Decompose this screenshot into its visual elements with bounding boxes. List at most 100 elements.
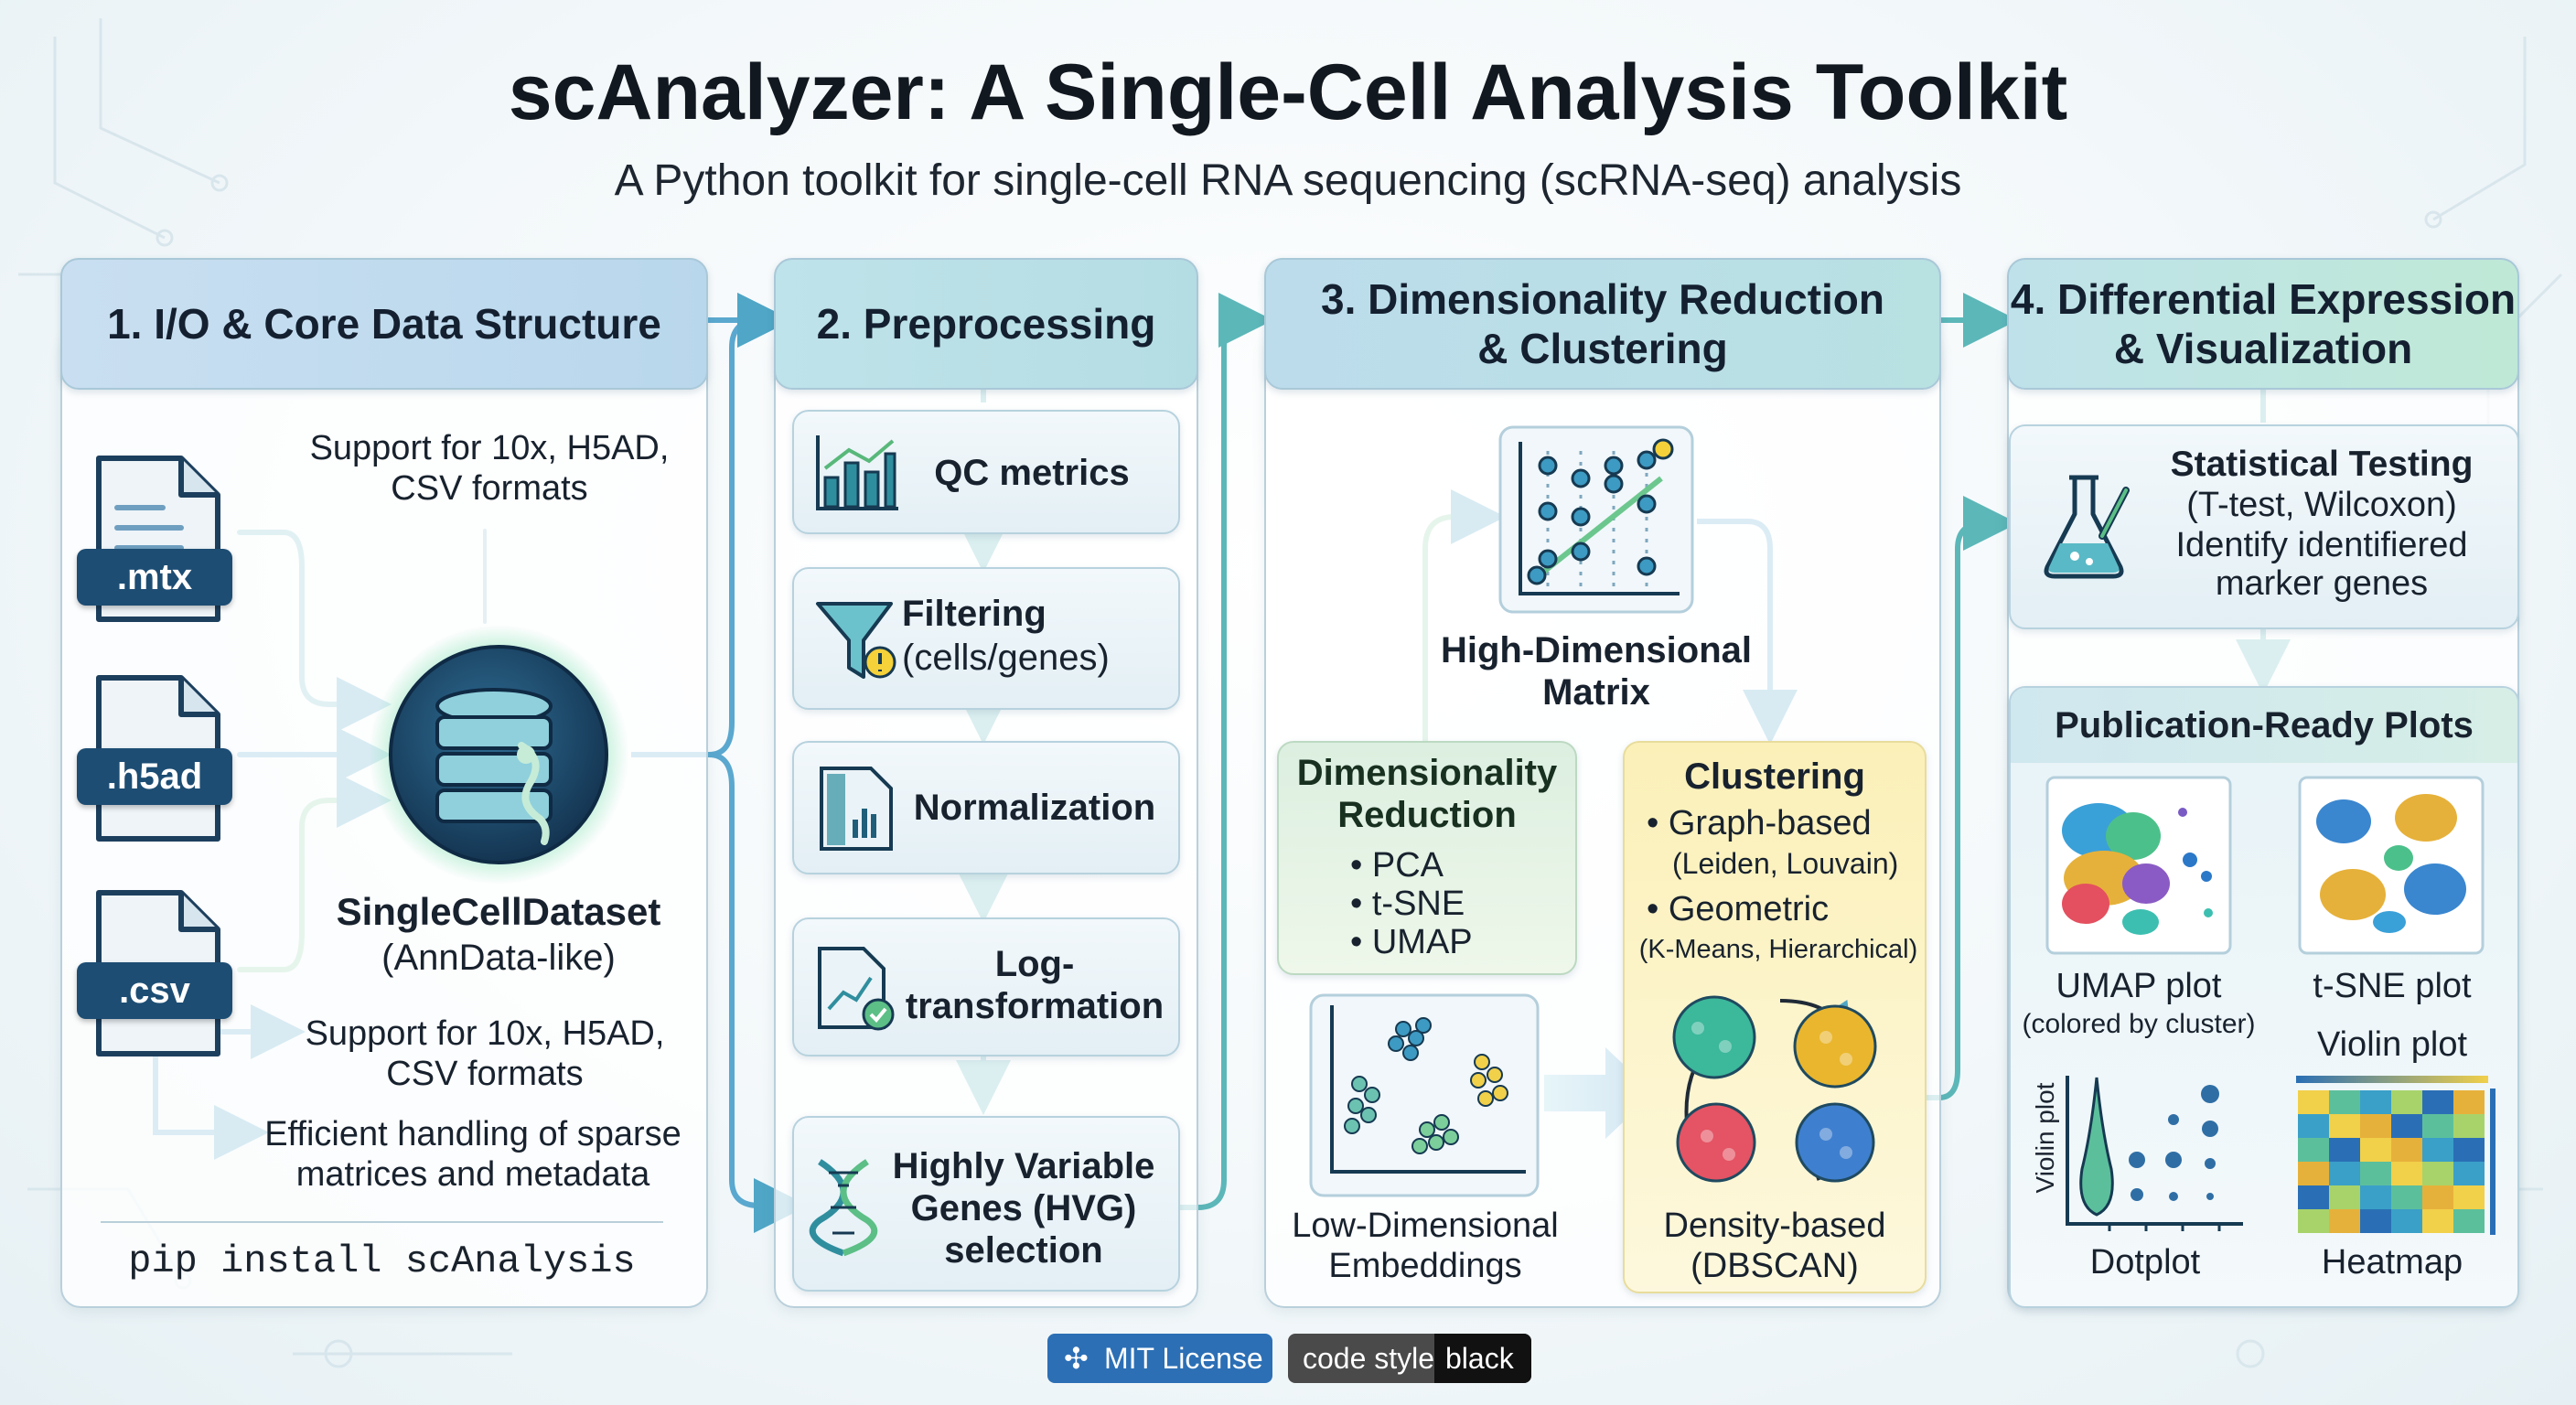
heatmap-cell [2391,1138,2422,1162]
code-style-badge[interactable]: code style: black [1288,1334,1531,1383]
heatmap-cell [2391,1090,2422,1114]
file-tag-mtx: .mtx [77,549,232,606]
heatmap-thumbnail [2296,1076,2496,1235]
clustering-card: Clustering • Graph-based (Leiden, Louvai… [1623,741,1927,1293]
heatmap-cell [2422,1138,2453,1162]
step-hvg-line1: Highly Variable [892,1146,1155,1186]
heatmap-cell [2298,1162,2329,1185]
heatmap-cell [2329,1090,2360,1114]
clustering-item-geometric: • Geometric [1647,890,1830,928]
stat-testing-card: Statistical Testing (T-test, Wilcoxon) I… [2009,424,2519,629]
tsne-plot-thumbnail [2298,776,2485,955]
heatmap-cell [2391,1185,2422,1209]
clustering-item-geometric-sub: (K-Means, Hierarchical) [1638,935,1918,964]
step-qc-metrics: QC metrics [792,410,1180,534]
heatmap-cell [2360,1162,2391,1185]
code-style-value-bg [1434,1334,1531,1383]
database-icon [369,625,628,885]
violin-dotplot-thumbnail [2066,1076,2243,1231]
dotplot-label: Dotplot [2089,1243,2201,1282]
heatmap-cells [2298,1090,2485,1233]
heatmap-cell [2391,1114,2422,1138]
stat-testing-methods: (T-test, Wilcoxon) [2186,486,2457,524]
heatmap-label: Heatmap [2321,1243,2463,1282]
heatmap-cell [2453,1114,2485,1138]
heatmap-cell [2329,1114,2360,1138]
heatmap-cell [2453,1090,2485,1114]
io-top-note: Support for 10x, H5AD, CSV formats [309,429,670,508]
stat-testing-desc-1: Identify identifiered [2175,526,2468,564]
license-badge[interactable]: ✣ MIT License [1047,1334,1272,1383]
violin-label: Violin plot [2316,1025,2468,1064]
heatmap-cell [2360,1209,2391,1233]
code-style-value: black [1445,1342,1514,1375]
dna-icon [809,1159,878,1257]
embedding-label: Low-Dimensional Embeddings [1292,1207,1559,1285]
step-filtering-sub: (cells/genes) [902,638,1110,678]
heatmap-cell [2422,1185,2453,1209]
panel-preprocessing-header: 2. Preprocessing [774,258,1198,390]
heatmap-cell [2422,1114,2453,1138]
stat-testing-title: Statistical Testing [2170,445,2474,484]
step-hvg: Highly Variable Genes (HVG) selection [792,1116,1180,1292]
clustering-title: Clustering [1684,756,1865,797]
heatmap-cell [2453,1209,2485,1233]
embedding-plot-icon [1309,993,1540,1197]
panel-de-title-line1: 4. Differential Expression [2010,275,2517,323]
plots-header [2011,688,2517,763]
matrix-label: High-Dimensional Matrix [1440,630,1753,713]
heatmap-cell [2360,1114,2391,1138]
umap-label: UMAP plot [2055,967,2222,1005]
heatmap-cell [2391,1209,2422,1233]
heatmap-cell [2391,1162,2422,1185]
heatmap-cell [2329,1209,2360,1233]
panel-io-title: 1. I/O & Core Data Structure [107,300,661,348]
panel-de-header: 4. Differential Expression & Visualizati… [2007,258,2519,390]
bar-chart-icon [816,435,898,510]
heatmap-cell [2360,1090,2391,1114]
step-log-transform: Log- transformation [792,917,1180,1056]
clustering-item-graph-sub: (Leiden, Louvain) [1672,847,1899,880]
heatmap-cell [2453,1185,2485,1209]
step-qc-metrics-label: QC metrics [934,453,1130,493]
step-filtering: Filtering (cells/genes) [792,567,1180,710]
dimred-item-umap: • UMAP [1350,923,1473,961]
dimred-card: Dimensionality Reduction • PCA • t-SNE •… [1277,741,1577,975]
dimred-title: Dimensionality Reduction [1296,753,1558,835]
heatmap-cell [2298,1209,2329,1233]
document-chart-icon [820,767,893,851]
step-log-label: Log- [994,944,1075,984]
heatmap-cell [2360,1138,2391,1162]
heatmap-cell [2298,1138,2329,1162]
step-normalization: Normalization [792,741,1180,874]
heatmap-cell [2329,1185,2360,1209]
heatmap-cell [2298,1090,2329,1114]
install-command[interactable]: pip install scAnalysis [128,1239,636,1283]
page-title: scAnalyzer: A Single-Cell Analysis Toolk… [508,48,2068,136]
matrix-icon [1498,425,1694,614]
license-icon: ✣ [1064,1342,1089,1375]
heatmap-cell [2422,1090,2453,1114]
document-check-icon [818,947,895,1031]
step-log-sub: transformation [905,986,1165,1026]
heatmap-cell [2360,1185,2391,1209]
file-tag-csv: .csv [77,962,232,1019]
heatmap-cell [2422,1209,2453,1233]
dimred-item-pca: • PCA [1350,846,1444,885]
core-name: SingleCellDataset [336,890,661,933]
clustering-item-graph: • Graph-based [1647,804,1872,842]
dimred-item-tsne: • t-SNE [1350,885,1465,923]
heatmap-cell [2453,1138,2485,1162]
heatmap-cell [2329,1138,2360,1162]
violin-axis-label: Violin plot [2031,1082,2059,1194]
step-hvg-line2: Genes (HVG) [910,1188,1137,1228]
io-divider [101,1221,663,1223]
heatmap-cell [2298,1114,2329,1138]
panel-dimred-title-line1: 3. Dimensionality Reduction [1321,275,1884,323]
tsne-label: t-SNE plot [2313,967,2472,1005]
heatmap-cell [2453,1162,2485,1185]
page-subtitle: A Python toolkit for single-cell RNA seq… [614,156,1962,205]
flask-icon [2044,475,2130,579]
density-label: Density-based (DBSCAN) [1663,1207,1886,1285]
umap-plot-thumbnail [2045,776,2232,955]
